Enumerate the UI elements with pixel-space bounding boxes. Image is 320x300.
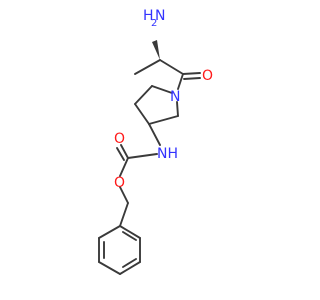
bond-ring-n-c2 xyxy=(151,85,173,94)
bond-ph-inner-2 xyxy=(122,258,137,268)
atom-carbonyl-o: O xyxy=(202,68,213,84)
bond-carbamate-double-1 xyxy=(120,144,129,159)
atom-carbamate-o: O xyxy=(114,131,125,147)
bond-ch2-phenyl xyxy=(119,202,129,227)
bond-ph-inner-1 xyxy=(122,231,137,241)
atom-amide-nh: NH xyxy=(157,146,178,162)
bond-carbonyl-double-2 xyxy=(183,77,201,80)
molecule-structure: H N 2 N O NH O O xyxy=(98,8,213,275)
bond-ester-ch2 xyxy=(119,186,129,204)
bonds xyxy=(98,40,201,275)
bond-ph-3 xyxy=(119,261,141,275)
bond-wedge-amine xyxy=(152,40,160,60)
bond-ph-6 xyxy=(98,225,121,239)
atom-ring-n: N xyxy=(170,89,180,105)
bond-ring-c5-n xyxy=(176,101,179,117)
bond-nh-carbamate xyxy=(127,153,158,159)
structure-canvas: H N 2 N O NH O O xyxy=(98,8,213,275)
atom-amine-n: H xyxy=(143,8,154,24)
bond-ring-c3-c4 xyxy=(134,103,150,125)
atom-labels: H N 2 N O NH O O xyxy=(114,8,213,191)
bond-methyl-alpha xyxy=(134,59,161,75)
atom-amine-subscript: 2 xyxy=(151,18,157,29)
bond-carbonyl-ringN xyxy=(177,73,184,90)
bond-ph-1 xyxy=(119,225,141,239)
bond-ring-c4-c5 xyxy=(148,115,179,125)
bond-carbamate-ester xyxy=(119,157,129,177)
atom-amine-n-label: N xyxy=(155,8,165,24)
bond-carbamate-double-2 xyxy=(116,147,125,161)
bond-ring-c2-c3 xyxy=(134,85,153,105)
bond-carbonyl-double-1 xyxy=(182,72,201,75)
atom-ester-o: O xyxy=(114,175,125,191)
bond-ph-4 xyxy=(98,261,121,275)
bond-ring-nh xyxy=(148,123,161,146)
bond-alpha-carbonyl xyxy=(159,59,184,75)
